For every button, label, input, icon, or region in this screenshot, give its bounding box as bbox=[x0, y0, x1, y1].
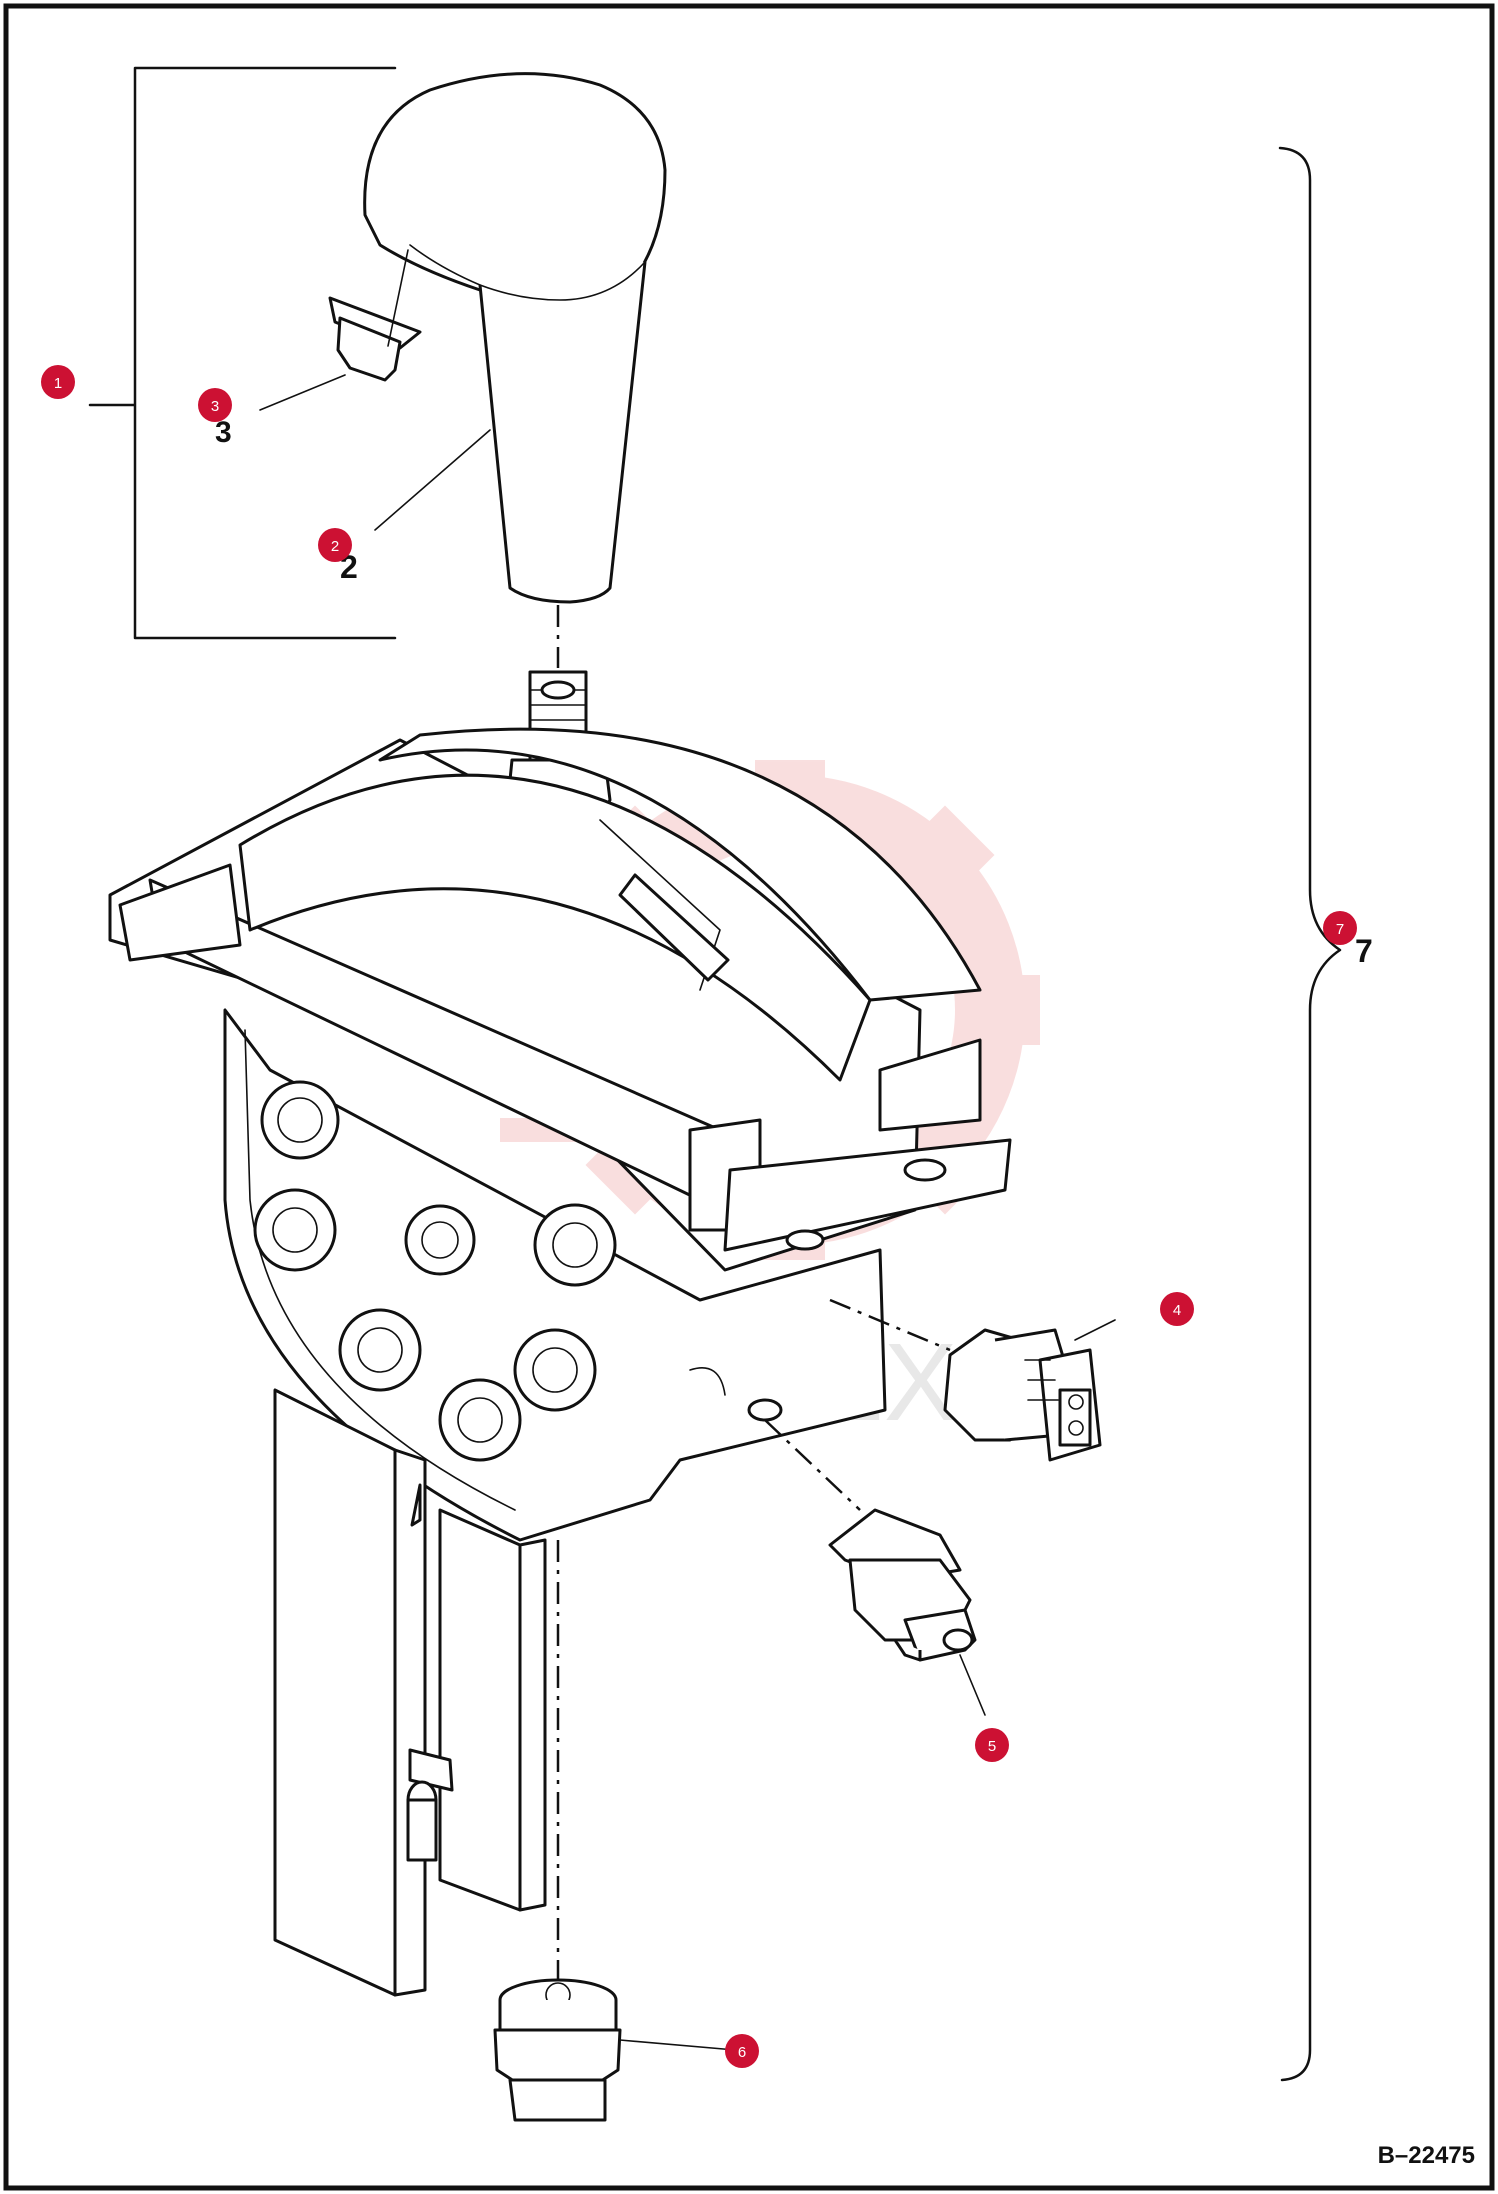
leader-lines bbox=[259, 374, 1116, 2051]
shift-knob bbox=[363, 72, 667, 604]
callout-1[interactable]: 1 bbox=[41, 365, 75, 399]
valve-block bbox=[223, 1008, 887, 1542]
fitting-4 bbox=[943, 1328, 1102, 1462]
callout-5[interactable]: 5 bbox=[975, 1728, 1009, 1762]
callout-4-label: 4 bbox=[1173, 1302, 1181, 1319]
fitting-6 bbox=[493, 1978, 622, 2122]
drawing-reference-number: B–22475 bbox=[1378, 2142, 1475, 2169]
brace-item-7 bbox=[1278, 146, 1342, 2082]
callout-5-label: 5 bbox=[988, 1738, 996, 1755]
printed-label-7: 7 bbox=[1355, 933, 1373, 969]
callout-2[interactable]: 2 bbox=[318, 528, 352, 562]
callout-6[interactable]: 6 bbox=[725, 2034, 759, 2068]
lever-housing bbox=[108, 727, 1012, 1272]
valve-ports bbox=[253, 1080, 617, 1462]
callout-3[interactable]: 3 bbox=[198, 388, 232, 422]
centerline-item-4 bbox=[829, 1298, 951, 1352]
mounting-bracket bbox=[273, 1388, 547, 1997]
printed-label-3: 3 bbox=[215, 416, 232, 449]
callout-3-label: 3 bbox=[211, 398, 219, 415]
page-border bbox=[3, 3, 1495, 2191]
centerline-item-5 bbox=[764, 1419, 861, 1511]
fitting-5 bbox=[828, 1508, 977, 1662]
knob-insert bbox=[328, 249, 422, 382]
bracket-item-1 bbox=[88, 66, 397, 640]
callout-7-label: 7 bbox=[1336, 921, 1344, 938]
callout-1-label: 1 bbox=[54, 375, 62, 392]
callout-2-label: 2 bbox=[331, 538, 339, 555]
callout-4[interactable]: 4 bbox=[1160, 1292, 1194, 1326]
callout-markers: 1 3 2 7 4 5 6 bbox=[41, 365, 1357, 2068]
callout-6-label: 6 bbox=[738, 2044, 746, 2061]
callout-7[interactable]: 7 bbox=[1323, 911, 1357, 945]
